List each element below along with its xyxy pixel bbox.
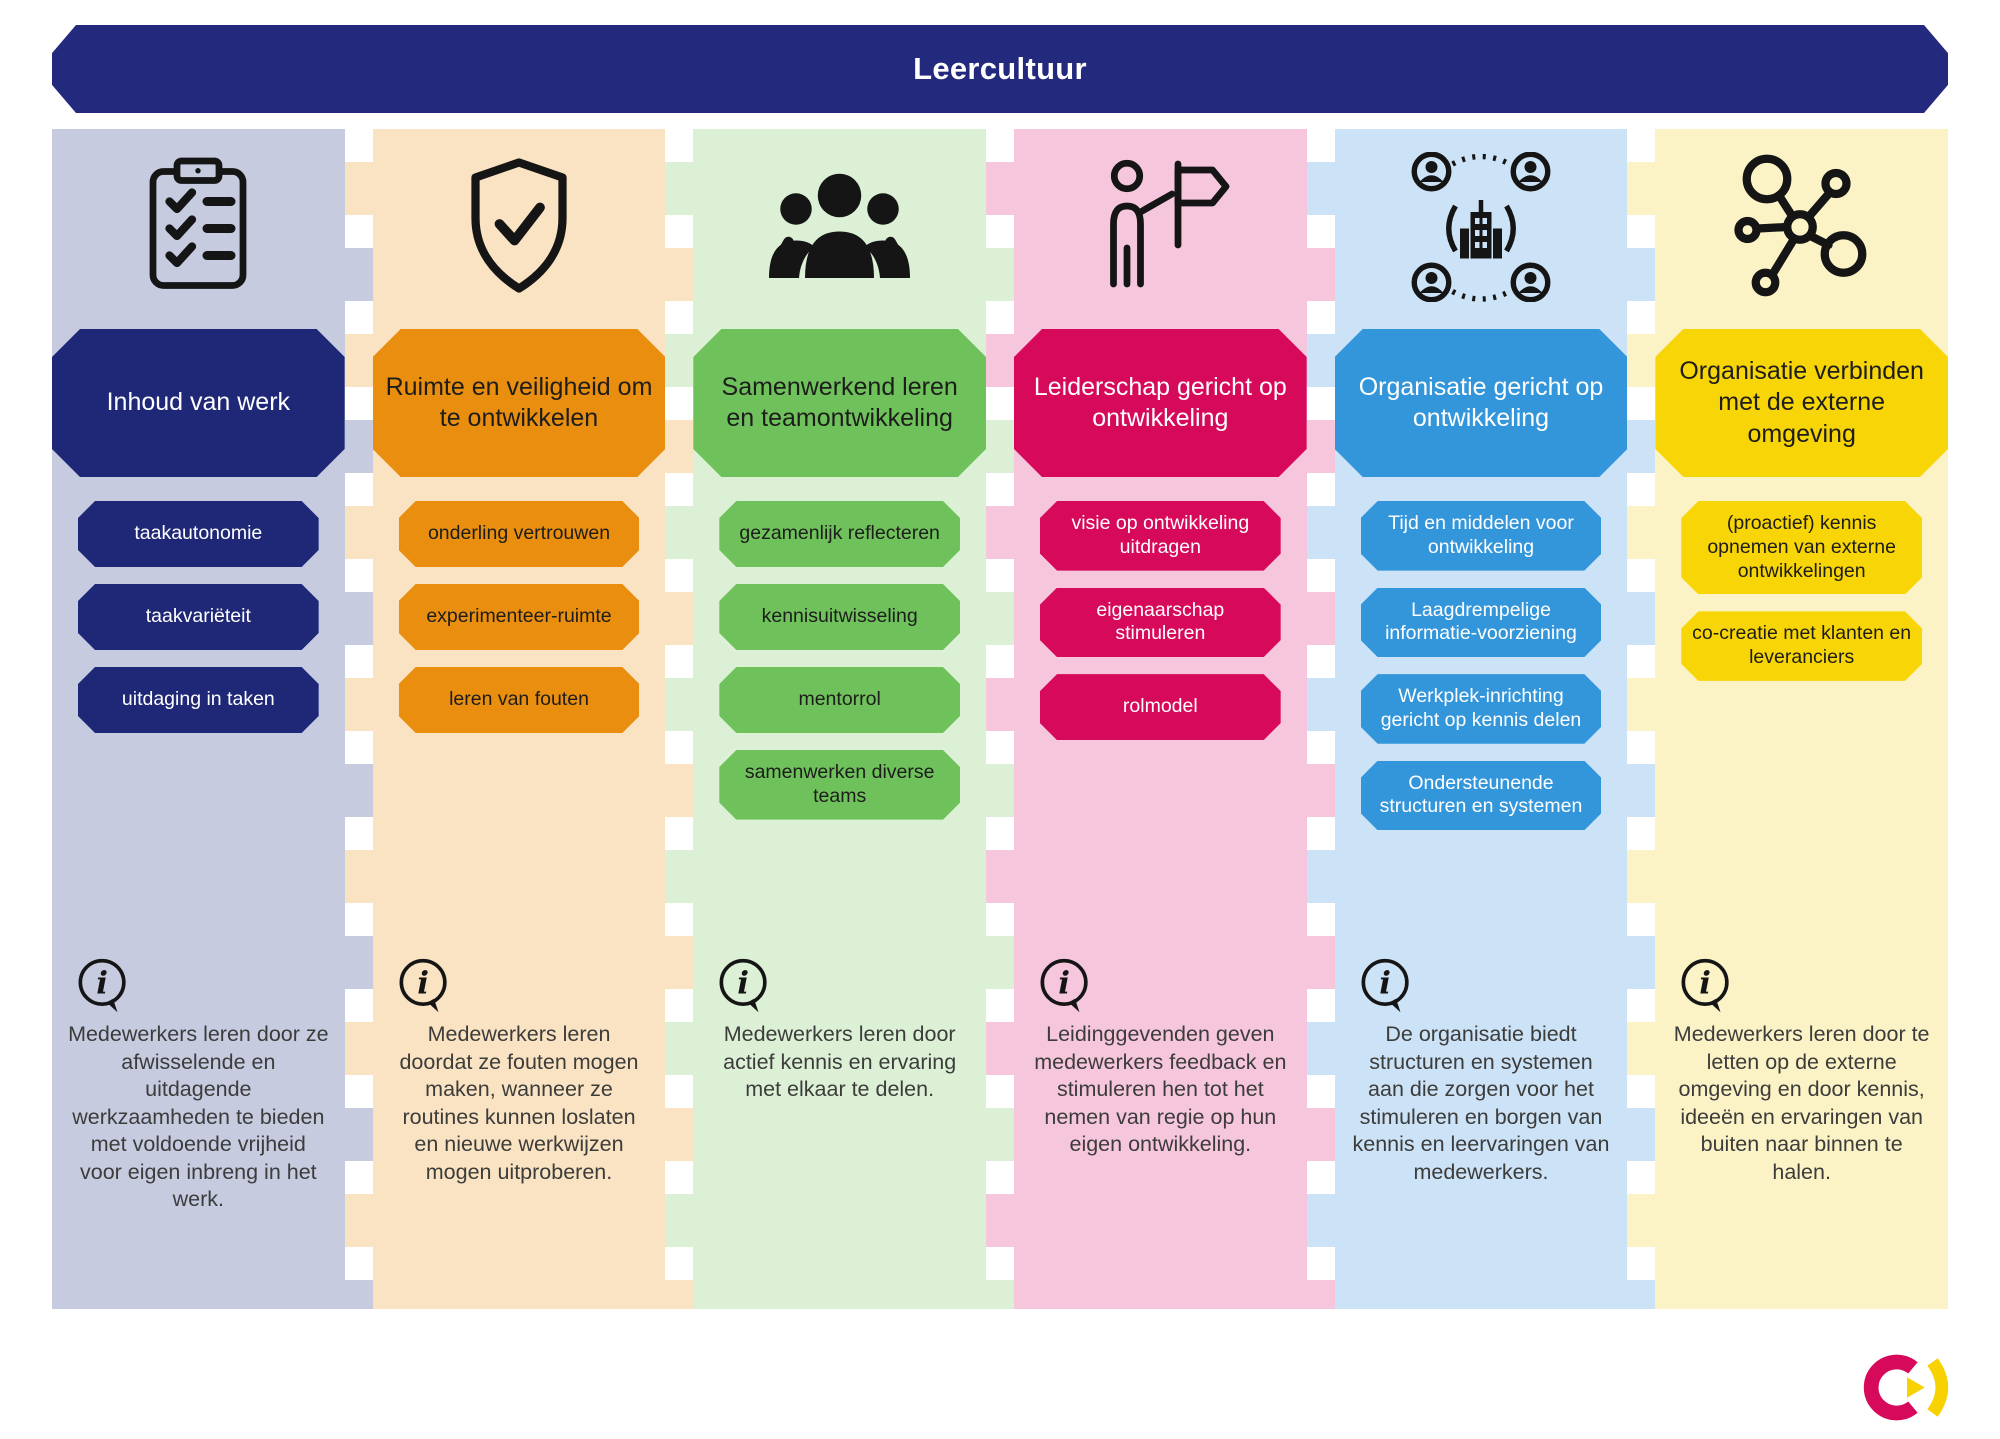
- svg-text:i: i: [738, 965, 750, 1001]
- c-arc-logo: [1860, 1353, 1958, 1427]
- shield-check-icon: [444, 152, 594, 307]
- item-box: rolmodel: [1040, 674, 1281, 740]
- connector-strip: [985, 129, 1014, 1309]
- column-icon-area: [52, 129, 345, 329]
- column-icon-area: [693, 129, 986, 329]
- item-box: eigenaarschap stimuleren: [1040, 588, 1281, 658]
- info-icon: i: [1681, 958, 1729, 1013]
- column-icon-area: [1335, 129, 1628, 329]
- item-box: mentorrol: [719, 667, 960, 733]
- column-leiderschap: Leiderschap gericht op ontwikkeling visi…: [1013, 129, 1307, 1309]
- info-icon: i: [399, 958, 447, 1013]
- item-box: Laagdrempelige informatie-voorziening: [1361, 588, 1602, 658]
- info-block: i Medewerkers leren door actief kennis e…: [693, 953, 986, 1309]
- svg-text:i: i: [96, 965, 108, 1001]
- column-description: Medewerkers leren door ze afwisselende e…: [68, 1022, 329, 1212]
- title-banner: Leercultuur: [52, 25, 1948, 113]
- column-inhoud-van-werk: Inhoud van werk taakautonomie taakvariët…: [52, 129, 345, 1309]
- column-header: Leiderschap gericht op ontwikkeling: [1014, 329, 1307, 477]
- info-icon: i: [78, 958, 126, 1013]
- team-icon: [757, 152, 922, 307]
- item-box: (proactief) kennis opnemen van externe o…: [1681, 501, 1922, 594]
- connector-strip: [1306, 129, 1335, 1309]
- item-box: Werkplek-inrichting gericht op kennis de…: [1361, 674, 1602, 744]
- column-description: Medewerkers leren doordat ze fouten moge…: [399, 1022, 639, 1184]
- connector-strip: [344, 129, 373, 1309]
- column-icon-area: [373, 129, 666, 329]
- column-externe-omgeving: Organisatie verbinden met de externe omg…: [1655, 129, 1948, 1309]
- column-header: Inhoud van werk: [52, 329, 345, 477]
- svg-text:i: i: [417, 965, 429, 1001]
- column-header: Organisatie gericht op ontwikkeling: [1335, 329, 1628, 477]
- column-icon-area: [1014, 129, 1307, 329]
- svg-text:i: i: [1058, 965, 1070, 1001]
- svg-text:i: i: [1379, 965, 1391, 1001]
- clipboard-checklist-icon: [123, 152, 273, 307]
- item-list: Tijd en middelen voor ontwikkeling Laagd…: [1335, 477, 1628, 953]
- column-description: Leidinggevenden geven medewerkers feedba…: [1034, 1022, 1287, 1157]
- column-icon-area: [1655, 129, 1948, 329]
- info-icon: i: [1361, 958, 1409, 1013]
- item-box: taakautonomie: [78, 501, 319, 567]
- item-box: Tijd en middelen voor ontwikkeling: [1361, 501, 1602, 571]
- info-block: i De organisatie biedt structuren en sys…: [1335, 953, 1628, 1309]
- info-block: i Leidinggevenden geven medewerkers feed…: [1014, 953, 1307, 1309]
- column-description: De organisatie biedt structuren en syste…: [1352, 1022, 1610, 1184]
- item-list: taakautonomie taakvariëteit uitdaging in…: [52, 477, 345, 953]
- item-list: onderling vertrouwen experimenteer-ruimt…: [373, 477, 666, 953]
- item-list: (proactief) kennis opnemen van externe o…: [1655, 477, 1948, 953]
- organization-icon: [1401, 151, 1561, 307]
- item-box: experimenteer-ruimte: [399, 584, 640, 650]
- info-block: i Medewerkers leren door ze afwisselende…: [52, 953, 345, 1309]
- page-title: Leercultuur: [913, 51, 1087, 86]
- info-block: i Medewerkers leren door te letten op de…: [1655, 953, 1948, 1309]
- connector-strip: [665, 129, 694, 1309]
- leader-flag-icon: [1085, 152, 1235, 307]
- column-description: Medewerkers leren door te letten op de e…: [1673, 1022, 1930, 1184]
- column-title: Inhoud van werk: [106, 388, 291, 417]
- item-box: taakvariëteit: [78, 584, 319, 650]
- column-header: Ruimte en veiligheid om te ontwikkelen: [373, 329, 666, 477]
- item-box: onderling vertrouwen: [399, 501, 640, 567]
- item-box: Ondersteunende structuren en systemen: [1361, 761, 1602, 831]
- item-list: gezamenlijk reflecteren kennisuitwisseli…: [693, 477, 986, 953]
- item-box: samenwerken diverse teams: [719, 750, 960, 820]
- column-title: Organisatie gericht op ontwikkeling: [1358, 372, 1604, 432]
- column-header: Organisatie verbinden met de externe omg…: [1655, 329, 1948, 477]
- column-ruimte-en-veiligheid: Ruimte en veiligheid om te ontwikkelen o…: [372, 129, 666, 1309]
- network-icon: [1724, 152, 1879, 307]
- item-box: kennisuitwisseling: [719, 584, 960, 650]
- item-list: visie op ontwikkeling uitdragen eigenaar…: [1014, 477, 1307, 953]
- columns-grid: Inhoud van werk taakautonomie taakvariët…: [52, 129, 1948, 1309]
- column-title: Samenwerkend leren en teamontwikkeling: [721, 372, 958, 432]
- svg-text:i: i: [1700, 965, 1712, 1001]
- column-samenwerkend-leren: Samenwerkend leren en teamontwikkeling g…: [693, 129, 986, 1309]
- column-title: Ruimte en veiligheid om te ontwikkelen: [385, 372, 653, 432]
- column-organisatie-ontwikkeling: Organisatie gericht op ontwikkeling Tijd…: [1334, 129, 1628, 1309]
- item-box: gezamenlijk reflecteren: [719, 501, 960, 567]
- info-block: i Medewerkers leren doordat ze fouten mo…: [373, 953, 666, 1309]
- item-box: visie op ontwikkeling uitdragen: [1040, 501, 1281, 571]
- column-title: Leiderschap gericht op ontwikkeling: [1033, 372, 1287, 432]
- item-box: leren van fouten: [399, 667, 640, 733]
- connector-strip: [1627, 129, 1656, 1309]
- column-header: Samenwerkend leren en teamontwikkeling: [693, 329, 986, 477]
- item-box: co-creatie met klanten en leveranciers: [1681, 611, 1922, 681]
- column-title: Organisatie verbinden met de externe omg…: [1679, 357, 1924, 448]
- info-icon: i: [719, 958, 767, 1013]
- info-icon: i: [1040, 958, 1088, 1013]
- item-box: uitdaging in taken: [78, 667, 319, 733]
- column-description: Medewerkers leren door actief kennis en …: [723, 1022, 957, 1102]
